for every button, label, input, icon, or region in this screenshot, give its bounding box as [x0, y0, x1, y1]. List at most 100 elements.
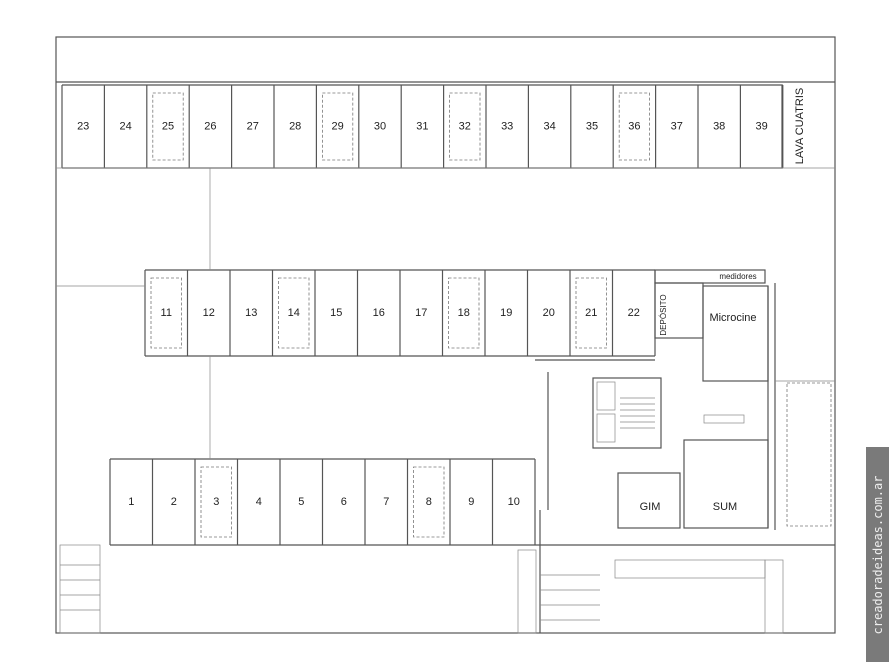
space-number: 13	[245, 307, 257, 319]
space-number: 1	[128, 496, 134, 508]
space-number: 2	[171, 496, 177, 508]
parking-space-11: 11	[144, 270, 182, 356]
space-number: 36	[628, 120, 640, 132]
space-number: 25	[162, 120, 174, 132]
space-number: 11	[161, 307, 172, 319]
gim-room	[617, 472, 681, 529]
space-number: 30	[374, 120, 386, 132]
space-number: 16	[373, 307, 385, 319]
space-number: 4	[256, 496, 262, 508]
medidores-label: medidores	[719, 272, 756, 281]
watermark: creadoradeideas.com.ar	[866, 447, 889, 662]
space-number: 37	[671, 120, 683, 132]
gim-label: GIM	[640, 501, 661, 513]
space-number: 33	[501, 120, 513, 132]
parking-space-15: 15	[314, 270, 342, 356]
space-number: 5	[298, 496, 304, 508]
parking-space-16: 16	[356, 270, 385, 356]
space-number: 23	[77, 120, 89, 132]
parking-space-21: 21	[569, 270, 607, 356]
parking-space-22: 22	[611, 270, 656, 356]
space-number: 26	[204, 120, 216, 132]
space-number: 8	[426, 496, 432, 508]
parking-space-35: 35	[570, 85, 598, 168]
space-number: 27	[247, 120, 259, 132]
space-number: 31	[416, 120, 428, 132]
space-number: 29	[331, 120, 343, 132]
parking-space-30: 30	[358, 85, 386, 168]
parking-space-34: 34	[527, 85, 556, 168]
car-outline	[413, 466, 445, 538]
car-outline	[152, 92, 184, 161]
car-outline	[448, 277, 480, 349]
parking-space-3: 3	[194, 459, 232, 545]
space-number: 20	[543, 307, 555, 319]
parking-space-19: 19	[484, 270, 512, 356]
car-outline	[321, 92, 354, 161]
microcine-room	[702, 285, 769, 382]
parking-space-36: 36	[612, 85, 651, 168]
middle-parking-row: 11 12 13 14 15 16 17 18 19 20 21 22	[144, 269, 656, 357]
parking-space-38: 38	[697, 85, 725, 168]
parking-space-8: 8	[406, 459, 445, 545]
parking-space-13: 13	[229, 270, 257, 356]
space-number: 17	[415, 307, 427, 319]
parking-space-25: 25	[146, 85, 184, 168]
parking-space-20: 20	[526, 270, 555, 356]
parking-space-7: 7	[364, 459, 389, 545]
medidores-room	[654, 269, 766, 284]
stair-core	[592, 377, 662, 449]
parking-space-2: 2	[151, 459, 177, 545]
car-outline	[575, 277, 607, 349]
space-number: 15	[330, 307, 342, 319]
parking-space-23: 23	[61, 85, 89, 168]
parking-space-18: 18	[441, 270, 480, 356]
sum-label: SUM	[713, 501, 737, 513]
parking-space-10: 10	[491, 459, 536, 545]
space-number: 10	[508, 496, 520, 508]
lava-cuatris-label: LAVA CUATRIS	[794, 88, 806, 164]
parking-space-17: 17	[399, 270, 427, 356]
parking-space-39: 39	[739, 85, 784, 168]
parking-space-9: 9	[449, 459, 474, 545]
parking-space-32: 32	[443, 85, 481, 168]
car-outline	[618, 92, 651, 161]
top-parking-row: 23 24 25 26 27 28 29 30 31 32 33 34 35 36 37 38 39	[61, 84, 784, 169]
space-number: 14	[288, 307, 300, 319]
parking-space-37: 37	[654, 85, 683, 168]
parking-space-12: 12	[186, 270, 215, 356]
space-number: 7	[383, 496, 389, 508]
outer-boundary	[55, 36, 836, 634]
space-number: 18	[458, 307, 470, 319]
space-number: 19	[500, 307, 512, 319]
space-number: 38	[713, 120, 725, 132]
car-outline	[200, 466, 232, 538]
parking-space-27: 27	[231, 85, 259, 168]
parking-space-28: 28	[273, 85, 301, 168]
space-number: 21	[585, 307, 597, 319]
parking-space-1: 1	[109, 459, 134, 545]
space-number: 32	[459, 120, 471, 132]
parking-space-29: 29	[315, 85, 354, 168]
space-number: 24	[119, 120, 131, 132]
parking-space-6: 6	[321, 459, 347, 545]
parking-space-14: 14	[271, 270, 310, 356]
space-number: 9	[468, 496, 474, 508]
parking-space-5: 5	[279, 459, 304, 545]
parking-space-26: 26	[188, 85, 217, 168]
space-number: 39	[755, 120, 767, 132]
car-outline	[449, 92, 481, 161]
parking-space-31: 31	[400, 85, 429, 168]
space-number: 34	[543, 120, 555, 132]
parking-space-33: 33	[485, 85, 513, 168]
parking-space-24: 24	[103, 85, 132, 168]
car-outline	[278, 277, 310, 349]
space-number: 35	[586, 120, 598, 132]
space-number: 3	[213, 496, 219, 508]
space-number: 12	[203, 307, 215, 319]
car-outline	[150, 277, 182, 349]
space-number: 28	[289, 120, 301, 132]
deposito-label: DEPÓSITO	[659, 294, 668, 335]
parking-space-4: 4	[236, 459, 262, 545]
